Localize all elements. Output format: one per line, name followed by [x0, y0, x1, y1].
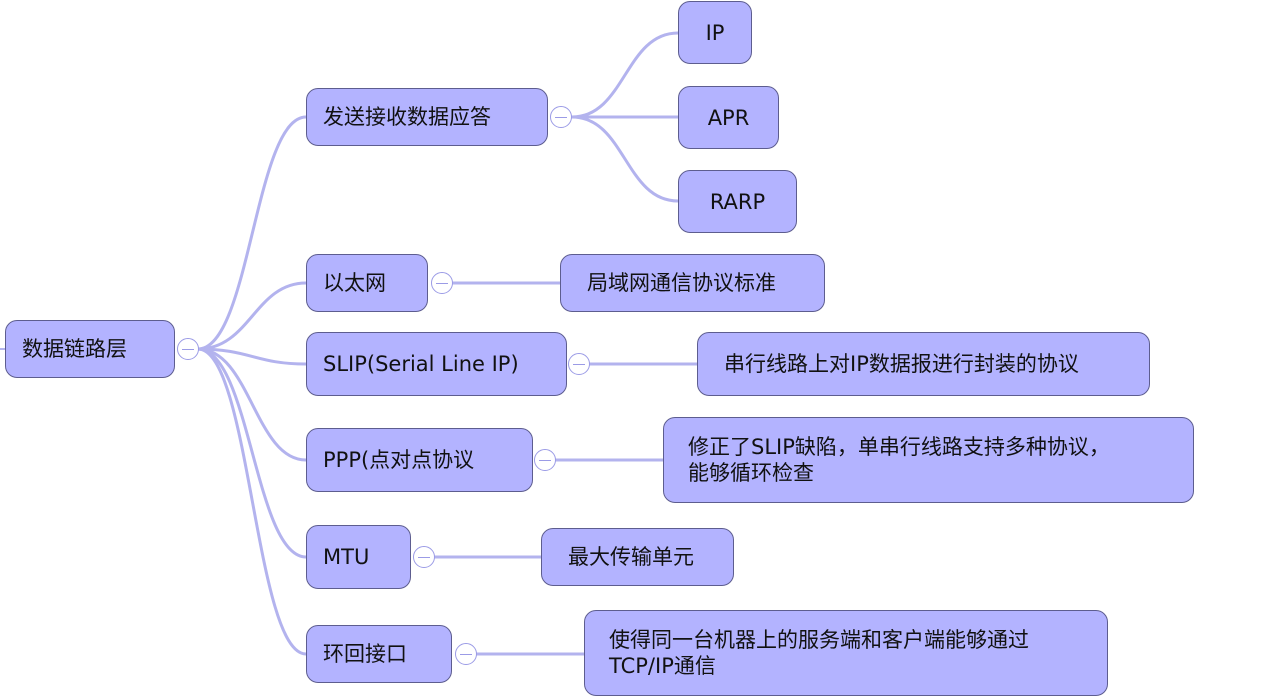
branch-loopback[interactable]: 环回接口 [306, 625, 452, 683]
note-line: 修正了SLIP缺陷，单串行线路支持多种协议， [688, 435, 1110, 459]
note-line: 能够循环检查 [688, 461, 814, 485]
root-node[interactable]: 数据链路层 [5, 320, 175, 378]
child-label: APR [707, 105, 750, 130]
note-text: 局域网通信协议标准 [587, 271, 776, 295]
note-mtu[interactable]: 最大传输单元 [541, 528, 734, 586]
branch-label: PPP(点对点协议 [323, 448, 475, 472]
note-text: 串行线路上对IP数据报进行封装的协议 [724, 352, 1079, 376]
note-ppp[interactable]: 修正了SLIP缺陷，单串行线路支持多种协议， 能够循环检查 [663, 417, 1194, 503]
connector-root-ethernet [196, 281, 308, 351]
collapse-toggle-icon[interactable] [431, 272, 453, 294]
connector-root-loopback [196, 347, 308, 656]
collapse-toggle-icon[interactable] [568, 353, 590, 375]
connector-root-ppp [196, 347, 308, 462]
branch-send-receive[interactable]: 发送接收数据应答 [306, 88, 548, 146]
branch-ethernet[interactable]: 以太网 [306, 254, 428, 312]
note-loopback[interactable]: 使得同一台机器上的服务端和客户端能够通过 TCP/IP通信 [584, 610, 1108, 696]
branch-label: MTU [323, 545, 370, 569]
branch-slip[interactable]: SLIP(Serial Line IP) [306, 332, 567, 396]
note-line: TCP/IP通信 [609, 654, 716, 678]
branch-label: 以太网 [323, 271, 386, 295]
child-apr[interactable]: APR [678, 86, 779, 149]
note-text-block: 使得同一台机器上的服务端和客户端能够通过 TCP/IP通信 [609, 627, 1029, 679]
connector-root-send [196, 115, 308, 351]
branch-label: 环回接口 [323, 642, 407, 666]
collapse-toggle-icon[interactable] [534, 449, 556, 471]
connector-root-slip [196, 347, 308, 366]
connector-send-ip [570, 31, 680, 119]
root-label: 数据链路层 [22, 337, 127, 361]
child-label: RARP [709, 189, 766, 214]
connector-send-rarp [570, 115, 680, 203]
child-label: IP [705, 20, 725, 45]
note-slip[interactable]: 串行线路上对IP数据报进行封装的协议 [697, 332, 1150, 396]
collapse-toggle-icon[interactable] [177, 338, 199, 360]
branch-label: SLIP(Serial Line IP) [323, 352, 519, 376]
child-rarp[interactable]: RARP [678, 170, 797, 233]
branch-label: 发送接收数据应答 [323, 105, 491, 129]
note-line: 使得同一台机器上的服务端和客户端能够通过 [609, 628, 1029, 652]
collapse-toggle-icon[interactable] [413, 546, 435, 568]
child-ip[interactable]: IP [678, 1, 752, 64]
note-text-block: 修正了SLIP缺陷，单串行线路支持多种协议， 能够循环检查 [688, 434, 1110, 486]
note-ethernet[interactable]: 局域网通信协议标准 [560, 254, 825, 312]
note-text: 最大传输单元 [568, 545, 694, 569]
connector-root-mtu [196, 347, 308, 559]
collapse-toggle-icon[interactable] [455, 643, 477, 665]
branch-ppp[interactable]: PPP(点对点协议 [306, 428, 533, 492]
left-stub [0, 348, 6, 350]
branch-mtu[interactable]: MTU [306, 525, 411, 589]
collapse-toggle-icon[interactable] [550, 106, 572, 128]
